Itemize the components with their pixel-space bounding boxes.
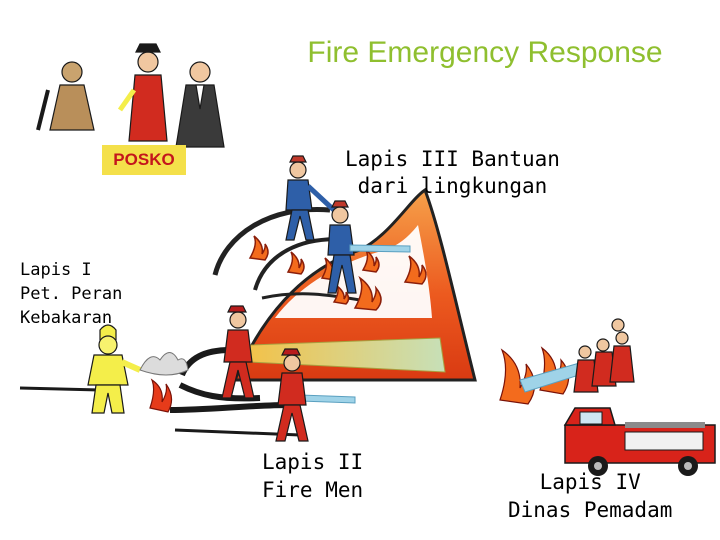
label-lapis-iii: Lapis III Bantuan dari lingkungan	[345, 147, 560, 198]
label-lapis-iv: Lapis IV Dinas Pemadam	[508, 470, 673, 522]
page-title: Fire Emergency Response	[307, 36, 663, 69]
arc-inner	[261, 292, 361, 302]
fire-truck	[563, 407, 716, 476]
label-lapis-i: Lapis I Pet. Peran Kebakaran	[20, 260, 123, 328]
posko-badge: POSKO	[102, 145, 186, 175]
posko-people	[36, 43, 225, 148]
yellow-firefighter	[87, 324, 142, 414]
red-firefighters	[221, 305, 309, 442]
lapis1-fire	[139, 352, 189, 413]
blue-firefighters	[285, 155, 357, 294]
label-lapis-ii: Lapis II Fire Men	[262, 450, 364, 502]
pump-crew	[573, 318, 635, 393]
blue-hose-spray	[349, 244, 411, 253]
water-spray-low	[299, 394, 356, 404]
